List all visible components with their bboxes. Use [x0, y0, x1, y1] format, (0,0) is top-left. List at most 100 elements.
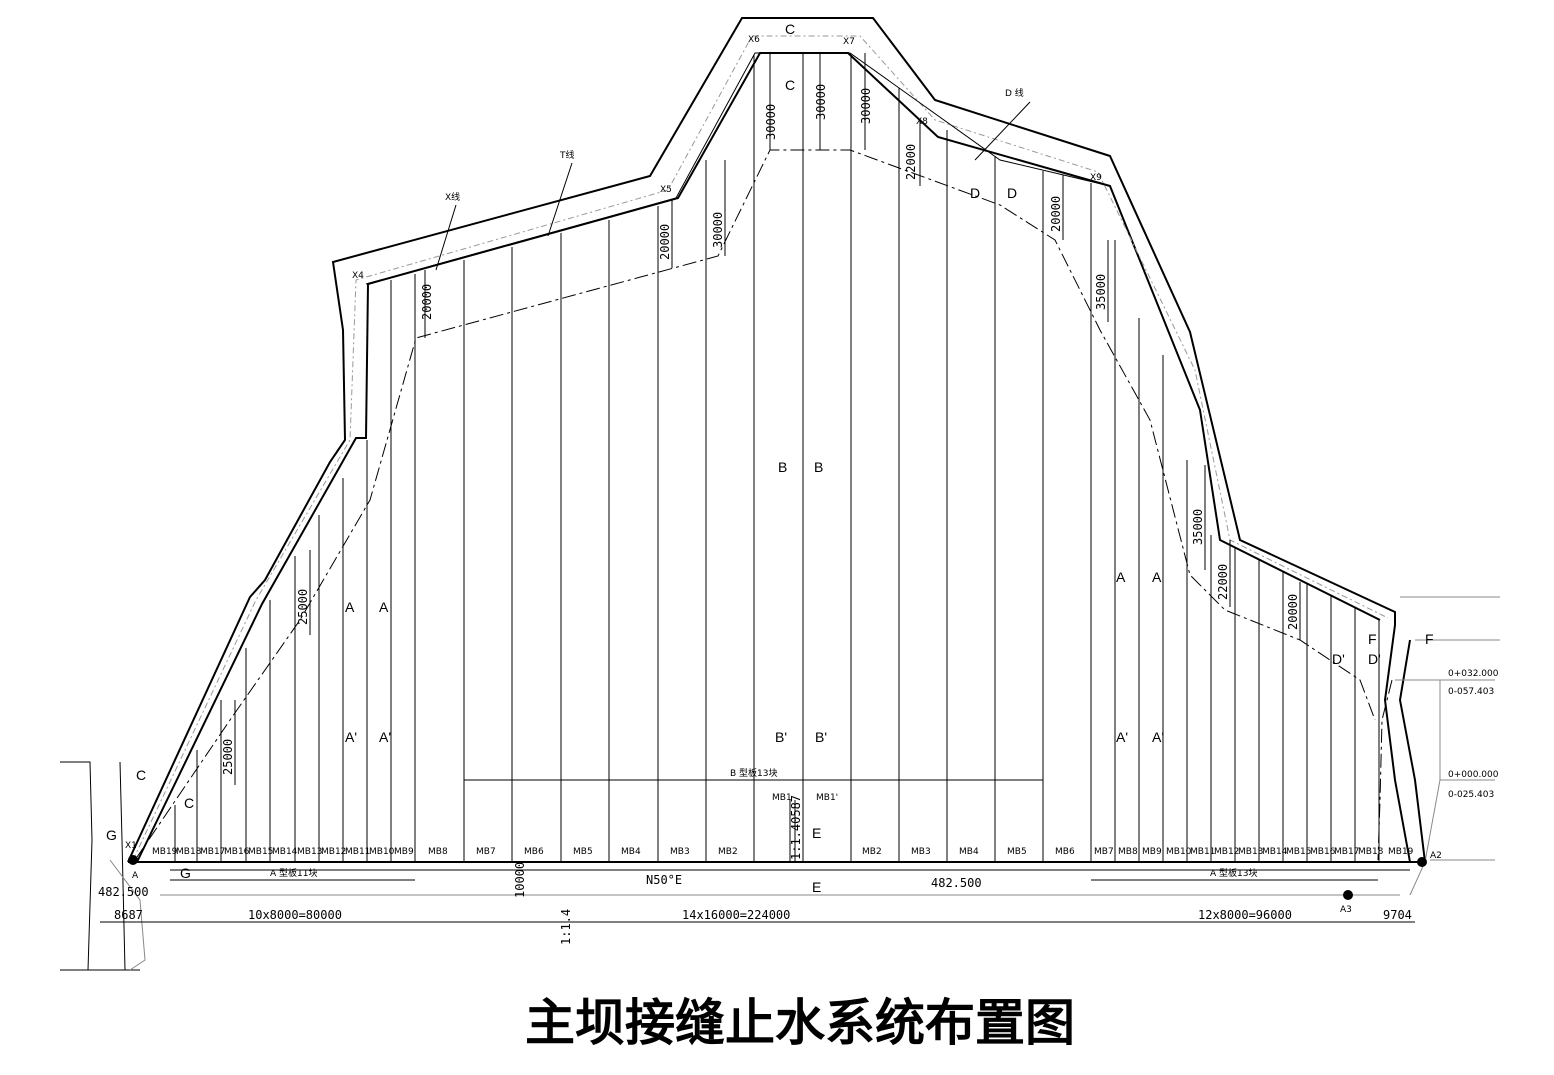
dim-left-width: 8687: [114, 908, 143, 922]
section-c-top: C: [785, 21, 795, 37]
panel-label: MB19: [152, 847, 178, 857]
panel-label: MB2: [862, 847, 882, 857]
note-station-4: 0-025.403: [1448, 790, 1494, 800]
dim-right35a: 35000: [1094, 274, 1108, 310]
panel-label: MB13: [297, 847, 322, 857]
panel-label: MB12: [1214, 847, 1239, 857]
dim-right35b: 35000: [1191, 509, 1205, 545]
note-station-2: 0-057.403: [1448, 687, 1494, 697]
center-right-panel-labels: MB2 MB3 MB4 MB5 MB6: [862, 847, 1075, 857]
panel-label: MB6: [1055, 847, 1075, 857]
label-point-x4: X4: [352, 271, 364, 281]
panel-label: MB11: [1190, 847, 1215, 857]
section-b: B: [778, 459, 787, 475]
panel-label-mb1-prime: MB1': [816, 793, 838, 803]
left-abutment: [60, 761, 146, 971]
panel-label: MB12: [321, 847, 346, 857]
drawing-title: 主坝接缝止水系统布置图: [525, 993, 1075, 1052]
section-a-prime-left: A': [345, 729, 357, 745]
panel-label: MB11: [345, 847, 370, 857]
panel-label: MB14: [272, 847, 298, 857]
panel-label: MB5: [1007, 847, 1027, 857]
section-a-left-2: A: [379, 599, 389, 615]
right-abutment: [1377, 596, 1500, 896]
t-line: [134, 149, 1376, 861]
panel-label: MB16: [224, 847, 250, 857]
panel-label: MB10: [1166, 847, 1192, 857]
section-b-prime-2: B': [815, 729, 827, 745]
dim-left30: 30000: [711, 212, 725, 248]
panel-label: MB18: [1358, 847, 1384, 857]
section-b-2: B: [814, 459, 823, 475]
panel-label: MB17: [200, 847, 225, 857]
label-x-line: X线: [445, 191, 460, 203]
label-point-x5: X5: [660, 185, 672, 195]
panel-label: MB8: [1118, 847, 1138, 857]
panel-label: MB16: [1310, 847, 1336, 857]
section-d-prime: D': [1332, 651, 1345, 667]
panel-label: MB5: [573, 847, 593, 857]
leader-t-line: [547, 162, 573, 237]
dim-vert-slope: 1:1.40587: [789, 795, 803, 860]
section-g-2: G: [180, 865, 191, 881]
dim-top3: 30000: [859, 88, 873, 124]
dim-bottom-right: 12x8000=96000: [1198, 908, 1292, 922]
zone-label-a-left: A 型板11块: [270, 867, 317, 879]
dimension-texts: 30000 30000 30000 22000 20000 20000 3000…: [98, 84, 1412, 945]
panel-label: MB15: [248, 847, 273, 857]
panel-label: MB2: [718, 847, 738, 857]
point-marker-a2: [1417, 857, 1427, 867]
dim-right22: 22000: [1216, 564, 1230, 600]
panel-label: MB6: [524, 847, 544, 857]
center-left-panel-labels: MB8 MB7 MB6 MB5 MB4 MB3 MB2: [428, 847, 738, 857]
panel-label: MB9: [1142, 847, 1162, 857]
panel-label: MB15: [1286, 847, 1311, 857]
panel-label: MB3: [670, 847, 690, 857]
section-d: D: [970, 185, 980, 201]
section-a-prime-right: A': [1116, 729, 1128, 745]
dim-ten: 10000: [513, 862, 527, 898]
dim-slope14: 1:1.4: [559, 909, 573, 945]
panel-label: MB7: [476, 847, 496, 857]
panel-label: MB13: [1238, 847, 1263, 857]
panel-label-mb1: MB1: [772, 793, 792, 803]
panel-label: MB17: [1334, 847, 1359, 857]
dim-bottom-left: 10x8000=80000: [248, 908, 342, 922]
label-point-a3: A3: [1340, 905, 1352, 915]
section-d-prime-2: D': [1368, 651, 1381, 667]
dim-right-width: 9704: [1383, 908, 1412, 922]
point-marker-a3: [1343, 890, 1353, 900]
dim-bottom-mid: 14x16000=224000: [682, 908, 790, 922]
panel-label: MB19: [1388, 847, 1414, 857]
section-d-2: D: [1007, 185, 1017, 201]
plinth-center: [132, 35, 1389, 861]
panel-label: MB4: [959, 847, 979, 857]
right-joints: [850, 55, 1380, 862]
zone-label-b-mid: B 型板13块: [730, 767, 778, 779]
dim-elev-left: 482.500: [98, 885, 149, 899]
leader-x-line: [435, 204, 457, 271]
section-f-2: F: [1425, 631, 1434, 647]
section-a-prime-left-2: A': [379, 729, 391, 745]
panel-label: MB9: [394, 847, 414, 857]
dim-left20a: 20000: [420, 284, 434, 320]
dim-right20: 20000: [1049, 196, 1063, 232]
dim-bearing: N50°E: [646, 873, 682, 887]
section-a-prime-right-2: A': [1152, 729, 1164, 745]
dim-left20b: 20000: [658, 224, 672, 260]
zone-label-a-right: A 型板13块: [1210, 867, 1257, 879]
label-point-a2: A2: [1430, 851, 1442, 861]
dim-top4: 22000: [904, 144, 918, 180]
label-t-line: T线: [559, 149, 575, 161]
section-b-prime: B': [775, 729, 787, 745]
panel-label: MB7: [1094, 847, 1114, 857]
note-station-1: 0+032.000: [1448, 669, 1499, 679]
right-panel-labels: MB7 MB8 MB9 MB10 MB11 MB12 MB13 MB14 MB1…: [1094, 847, 1414, 857]
panel-label: MB4: [621, 847, 641, 857]
dim-left25b: 25000: [221, 739, 235, 775]
section-a-right-2: A: [1152, 569, 1162, 585]
panel-label: MB3: [911, 847, 931, 857]
dim-right20b: 20000: [1286, 594, 1300, 630]
left-panel-labels: MB19 MB18 MB17 MB16 MB15 MB14 MB13 MB12 …: [152, 847, 414, 857]
dim-elev-mid: 482.500: [931, 876, 982, 890]
